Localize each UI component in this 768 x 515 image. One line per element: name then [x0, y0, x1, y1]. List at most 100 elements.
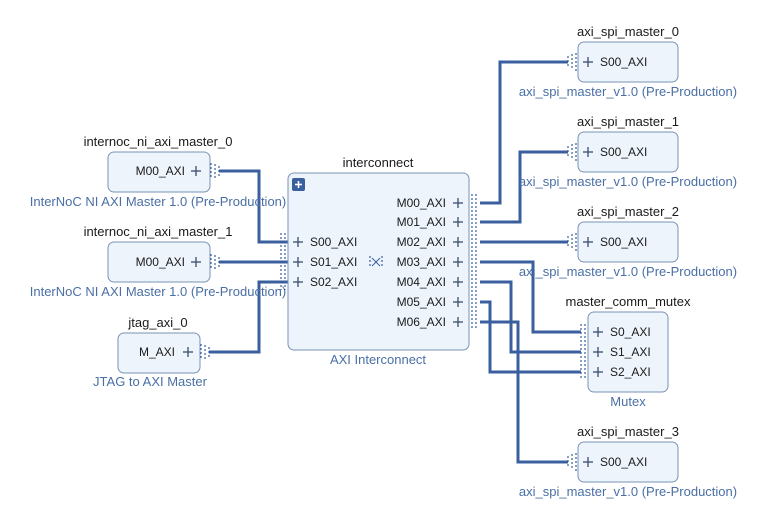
- block-body[interactable]: [587, 311, 669, 393]
- port-label: M_AXI: [139, 345, 175, 359]
- port-label: M06_AXI: [397, 315, 446, 329]
- expand-icon[interactable]: [292, 178, 305, 191]
- block-body[interactable]: [117, 332, 201, 374]
- master-port-m06[interactable]: M06_AXI: [397, 315, 463, 329]
- master-port-m03[interactable]: M03_AXI: [397, 255, 463, 269]
- wire-m04-mutex-s1[interactable]: [480, 280, 581, 354]
- block-title: jtag_axi_0: [127, 315, 187, 330]
- bus-connector-icon[interactable]: [200, 344, 210, 360]
- plus-icon[interactable]: [453, 257, 463, 267]
- plus-icon[interactable]: [293, 237, 303, 247]
- plus-icon[interactable]: [593, 327, 603, 337]
- mutex-port-s0[interactable]: S0_AXI: [593, 325, 651, 339]
- block-axi-spi-master-2[interactable]: axi_spi_master_2 S00_AXI axi_spi_master_…: [519, 204, 737, 279]
- block-body[interactable]: [577, 441, 679, 483]
- wire-m05-mutex-s2[interactable]: [480, 300, 581, 374]
- mutex-port-s2[interactable]: S2_AXI: [593, 365, 651, 379]
- wire-internoc0-s00[interactable]: [219, 169, 288, 244]
- port-label: M00_AXI: [136, 255, 185, 269]
- plus-icon[interactable]: [583, 147, 593, 157]
- plus-icon[interactable]: [453, 237, 463, 247]
- plus-icon[interactable]: [453, 198, 463, 208]
- bus-connector-icon[interactable]: [567, 53, 577, 71]
- block-body[interactable]: [577, 41, 679, 83]
- block-title: axi_spi_master_1: [577, 114, 679, 129]
- plus-icon[interactable]: [453, 217, 463, 227]
- plus-icon[interactable]: [583, 57, 593, 67]
- block-body[interactable]: [287, 172, 470, 351]
- plus-icon[interactable]: [453, 277, 463, 287]
- block-internoc-ni-axi-master-1[interactable]: internoc_ni_axi_master_1 M00_AXI InterNo…: [30, 224, 286, 299]
- ip-name: Mutex: [610, 394, 646, 409]
- slave-port-s02[interactable]: S02_AXI: [293, 275, 357, 289]
- plus-icon[interactable]: [191, 166, 201, 176]
- port-label: M00_AXI: [136, 164, 185, 178]
- ip-name: InterNoC NI AXI Master 1.0 (Pre-Producti…: [30, 194, 286, 209]
- port-label: S02_AXI: [310, 275, 357, 289]
- wire-m00-spi0[interactable]: [480, 60, 568, 205]
- plus-icon[interactable]: [191, 257, 201, 267]
- block-title: axi_spi_master_2: [577, 204, 679, 219]
- bus-connector-icon[interactable]: [280, 233, 286, 290]
- block-master-comm-mutex[interactable]: master_comm_mutex S0_AXI S1_AXI S2_AXI M…: [566, 294, 691, 409]
- block-axi-spi-master-0[interactable]: axi_spi_master_0 S00_AXI axi_spi_master_…: [519, 24, 737, 99]
- bus-connector-icon[interactable]: [471, 194, 477, 330]
- ip-name: axi_spi_master_v1.0 (Pre-Production): [519, 174, 737, 189]
- plus-icon[interactable]: [593, 347, 603, 357]
- wire-m01-spi1[interactable]: [480, 150, 568, 224]
- mutex-port-s1[interactable]: S1_AXI: [593, 345, 651, 359]
- master-port-m05[interactable]: M05_AXI: [397, 295, 463, 309]
- plus-icon[interactable]: [453, 297, 463, 307]
- port-label: S1_AXI: [610, 345, 651, 359]
- ip-name: InterNoC NI AXI Master 1.0 (Pre-Producti…: [30, 284, 286, 299]
- port-label: M00_AXI: [397, 196, 446, 210]
- wire-jtag-s02[interactable]: [209, 280, 288, 354]
- port-label: S0_AXI: [610, 325, 651, 339]
- ip-name: AXI Interconnect: [330, 352, 426, 367]
- port-label: S00_AXI: [310, 235, 357, 249]
- plus-icon[interactable]: [593, 367, 603, 377]
- bus-connector-icon[interactable]: [567, 143, 577, 161]
- ip-name: axi_spi_master_v1.0 (Pre-Production): [519, 84, 737, 99]
- master-port-m00[interactable]: M00_AXI: [397, 196, 463, 210]
- plus-icon[interactable]: [453, 317, 463, 327]
- slave-port-s00[interactable]: S00_AXI: [293, 235, 357, 249]
- block-body[interactable]: [577, 131, 679, 173]
- port-label: M03_AXI: [397, 255, 446, 269]
- block-title: internoc_ni_axi_master_1: [84, 224, 233, 239]
- slave-port-s01[interactable]: S01_AXI: [293, 255, 357, 269]
- block-title: interconnect: [343, 155, 414, 170]
- plus-icon[interactable]: [183, 347, 193, 357]
- master-port-m01[interactable]: M01_AXI: [397, 215, 463, 229]
- bus-connector-icon[interactable]: [567, 453, 577, 471]
- block-interconnect[interactable]: interconnect S00_AXI S01_AXI S02_AXI: [280, 155, 477, 367]
- plus-icon[interactable]: [583, 237, 593, 247]
- block-title: axi_spi_master_0: [577, 24, 679, 39]
- block-title: axi_spi_master_3: [577, 424, 679, 439]
- plus-icon[interactable]: [293, 257, 303, 267]
- bus-connector-icon[interactable]: [210, 163, 220, 179]
- master-port-m02[interactable]: M02_AXI: [397, 235, 463, 249]
- port-label: S2_AXI: [610, 365, 651, 379]
- bus-connector-icon[interactable]: [580, 324, 586, 380]
- block-body[interactable]: [107, 151, 211, 193]
- block-jtag-axi-0[interactable]: jtag_axi_0 M_AXI JTAG to AXI Master: [93, 315, 210, 389]
- block-title: internoc_ni_axi_master_0: [84, 134, 233, 149]
- master-port-m04[interactable]: M04_AXI: [397, 275, 463, 289]
- block-axi-spi-master-3[interactable]: axi_spi_master_3 S00_AXI axi_spi_master_…: [519, 424, 737, 499]
- block-internoc-ni-axi-master-0[interactable]: internoc_ni_axi_master_0 M00_AXI InterNo…: [30, 134, 286, 209]
- connections: [209, 60, 581, 464]
- port-label: S00_AXI: [600, 145, 647, 159]
- block-body[interactable]: [107, 241, 211, 283]
- block-body[interactable]: [577, 221, 679, 263]
- port-label: S00_AXI: [600, 455, 647, 469]
- bus-connector-icon[interactable]: [567, 233, 577, 251]
- wire-m03-mutex-s0[interactable]: [480, 260, 581, 334]
- bus-connector-icon[interactable]: [210, 254, 220, 270]
- port-label: M01_AXI: [397, 215, 446, 229]
- wire-m06-spi3[interactable]: [480, 320, 568, 464]
- plus-icon[interactable]: [293, 277, 303, 287]
- plus-icon[interactable]: [583, 457, 593, 467]
- block-axi-spi-master-1[interactable]: axi_spi_master_1 S00_AXI axi_spi_master_…: [519, 114, 737, 189]
